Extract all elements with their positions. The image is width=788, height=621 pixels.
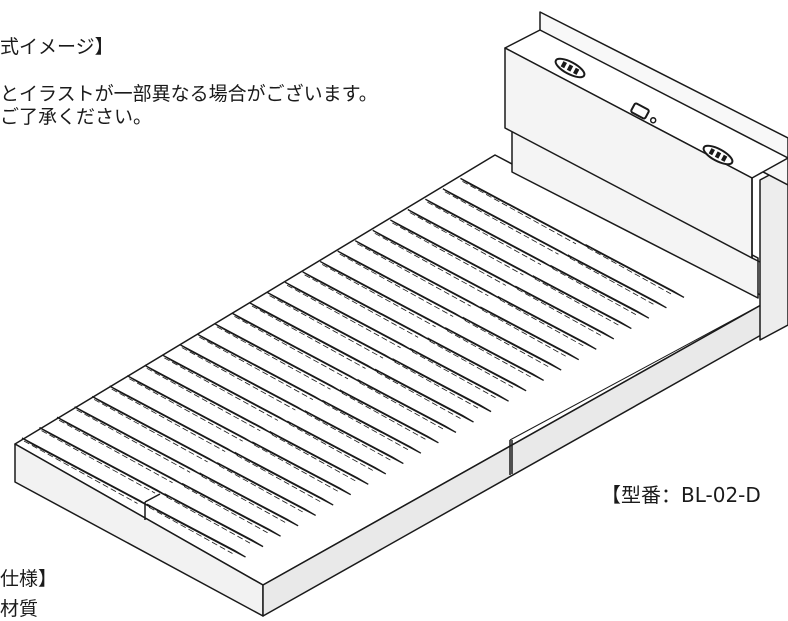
outlet-icon bbox=[554, 57, 586, 79]
slat-detail bbox=[76, 409, 191, 473]
slat-detail bbox=[339, 253, 454, 317]
usb-port-icon bbox=[630, 102, 657, 124]
slat-detail bbox=[321, 264, 436, 328]
slat-detail bbox=[201, 475, 286, 523]
slat bbox=[322, 399, 422, 454]
slat-detail bbox=[269, 295, 384, 359]
slat-detail bbox=[464, 319, 549, 367]
model-number: 【型番：BL-02-D bbox=[601, 483, 761, 507]
slat-detail bbox=[359, 382, 444, 430]
slat-detail bbox=[111, 388, 226, 452]
outlet-icon bbox=[702, 144, 734, 166]
slat-detail bbox=[394, 361, 479, 409]
slat bbox=[479, 306, 580, 361]
slat-detail bbox=[462, 181, 577, 245]
slat-detail bbox=[482, 309, 566, 357]
slat-detail bbox=[306, 413, 391, 461]
slat-detail bbox=[587, 247, 672, 295]
slat-detail bbox=[271, 434, 356, 482]
slat-detail bbox=[534, 278, 619, 326]
slat bbox=[269, 430, 369, 485]
slat-detail bbox=[357, 243, 471, 307]
slat-detail bbox=[429, 340, 514, 388]
slat-detail bbox=[286, 284, 401, 349]
spec-heading: 仕様】 bbox=[0, 568, 58, 590]
slat-detail bbox=[23, 440, 138, 504]
slat bbox=[251, 441, 352, 496]
slat-detail bbox=[427, 201, 542, 266]
slat bbox=[181, 482, 281, 537]
slat-detail bbox=[234, 316, 349, 380]
slat bbox=[164, 493, 264, 548]
slat-detail bbox=[392, 222, 507, 286]
slat-detail bbox=[324, 403, 409, 451]
slat-detail bbox=[374, 232, 489, 297]
slat-detail bbox=[216, 326, 331, 390]
slat-detail bbox=[444, 191, 559, 255]
slat-detail bbox=[552, 268, 637, 316]
headboard bbox=[504, 11, 788, 341]
slat-detail bbox=[517, 288, 602, 336]
slat bbox=[567, 254, 667, 309]
slat bbox=[339, 389, 439, 444]
slat bbox=[585, 244, 685, 298]
slat bbox=[286, 420, 387, 475]
slat bbox=[234, 451, 334, 506]
slat bbox=[427, 337, 527, 392]
slat-detail bbox=[164, 357, 279, 421]
slat-detail bbox=[411, 351, 496, 399]
slat-detail bbox=[409, 212, 524, 276]
illustration-note-line1: とイラストが一部異なる場合がございます。 bbox=[0, 83, 378, 105]
slat bbox=[357, 379, 457, 433]
slat bbox=[216, 462, 316, 517]
slat-detail bbox=[254, 444, 338, 492]
slat bbox=[462, 316, 562, 371]
slat bbox=[409, 347, 509, 402]
slat-detail bbox=[304, 274, 419, 338]
slat bbox=[392, 358, 492, 413]
slat bbox=[199, 472, 299, 527]
slat bbox=[532, 275, 632, 330]
slat-detail bbox=[58, 419, 173, 484]
slat-detail bbox=[129, 378, 243, 442]
illustration-note-title: 式イメージ】 bbox=[0, 36, 114, 58]
slat-detail bbox=[93, 399, 208, 463]
slat-detail bbox=[341, 392, 426, 440]
slat bbox=[497, 295, 597, 350]
slat-detail bbox=[251, 305, 366, 369]
slat-detail bbox=[236, 454, 321, 502]
slat-detail bbox=[146, 367, 261, 432]
slat bbox=[304, 410, 404, 465]
slat-detail bbox=[148, 506, 233, 554]
slat-detail bbox=[199, 336, 314, 401]
slat-detail bbox=[376, 371, 461, 419]
slat-detail bbox=[569, 257, 654, 305]
slat bbox=[550, 264, 650, 319]
slat-detail bbox=[181, 347, 296, 411]
slat-detail bbox=[218, 465, 303, 513]
slat bbox=[374, 368, 474, 423]
slat-rows bbox=[21, 177, 685, 558]
slat bbox=[444, 327, 544, 382]
slat-detail bbox=[446, 330, 531, 378]
slat bbox=[514, 285, 615, 340]
slat-detail bbox=[166, 496, 251, 544]
slat-detail bbox=[41, 430, 156, 494]
slat bbox=[146, 503, 246, 558]
slat-detail bbox=[183, 486, 268, 534]
spec-material: 材質 bbox=[0, 598, 39, 620]
slat-detail bbox=[499, 299, 584, 347]
illustration-note-line2: ご了承ください。 bbox=[0, 106, 153, 128]
slat-detail bbox=[289, 423, 374, 471]
